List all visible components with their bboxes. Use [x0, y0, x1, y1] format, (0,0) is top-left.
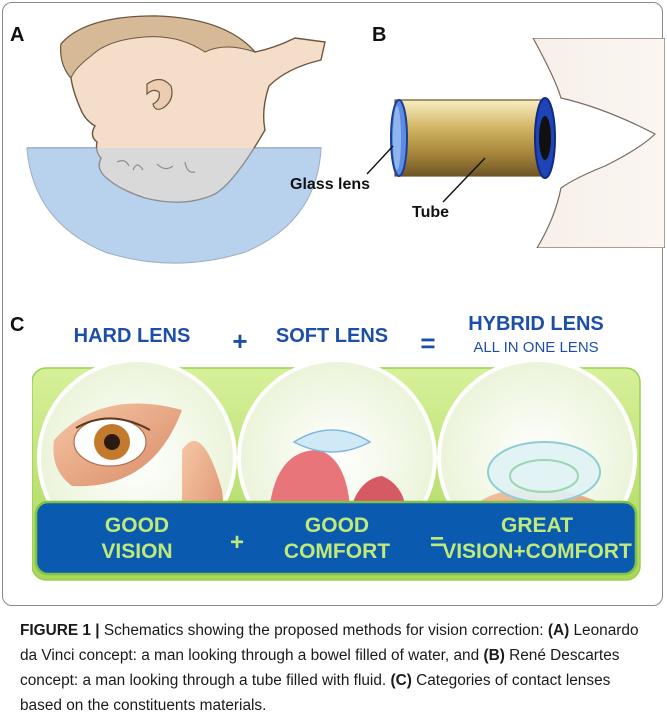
great-line2: VISION+COMFORT — [442, 540, 632, 563]
benefit-bar — [36, 502, 636, 574]
tube-label: Tube — [412, 204, 449, 222]
good-vision-line2: VISION — [101, 540, 172, 563]
panel-a-illustration — [25, 12, 337, 274]
panel-c-letter: C — [10, 314, 24, 337]
hybrid-lens-title: HYBRID LENS — [468, 313, 604, 335]
caption-figure-label: FIGURE 1 | — [20, 622, 100, 639]
tube-body — [395, 100, 545, 176]
caption-intro: Schematics showing the proposed methods … — [100, 622, 548, 639]
caption-a-tag: (A) — [548, 622, 569, 639]
glass-lens-label: Glass lens — [290, 176, 370, 194]
caption-b-tag: (B) — [483, 647, 504, 664]
good-comfort-line1: GOOD — [305, 514, 369, 537]
good-vision-line1: GOOD — [105, 514, 169, 537]
caption-c-tag: (C) — [390, 672, 411, 689]
soft-lens-title: SOFT LENS — [276, 325, 388, 347]
equals-sign-top: = — [420, 328, 435, 358]
panel-b-illustration — [365, 38, 665, 248]
plus-sign-bottom: + — [230, 529, 244, 556]
panel-c-illustration: HARD LENS + SOFT LENS = HYBRID LENS ALL … — [32, 300, 642, 605]
panel-a-letter: A — [10, 24, 24, 47]
plus-sign-top: + — [232, 326, 247, 356]
good-comfort-line2: COMFORT — [284, 540, 390, 563]
figure-caption: FIGURE 1 | Schematics showing the propos… — [20, 618, 652, 718]
hybrid-lens-subtitle: ALL IN ONE LENS — [473, 339, 598, 356]
great-line1: GREAT — [501, 514, 573, 537]
hard-lens-title: HARD LENS — [74, 325, 191, 347]
